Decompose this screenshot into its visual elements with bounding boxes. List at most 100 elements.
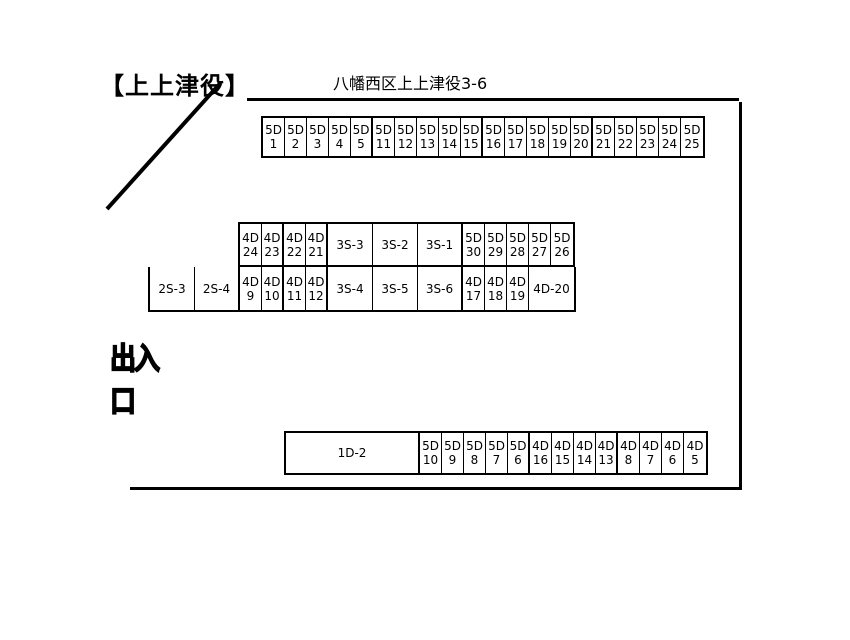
space-code: 1D-2 xyxy=(337,446,367,460)
space-number: 22 xyxy=(286,244,303,259)
lot-title: 【上上津役】 xyxy=(100,72,250,100)
bottom-wall-line xyxy=(130,487,739,490)
space-number: 3 xyxy=(313,137,322,151)
parking-space: 3S-1 xyxy=(418,224,463,265)
space-code: 4D-20 xyxy=(533,281,570,296)
space-number: 9 xyxy=(246,288,255,303)
space-code: 4D xyxy=(576,439,593,453)
space-code: 4D xyxy=(597,439,615,453)
space-number: 13 xyxy=(598,453,614,467)
space-code: 5D xyxy=(466,439,483,453)
space-code: 5D xyxy=(509,439,527,453)
space-number: 18 xyxy=(487,288,504,303)
parking-space: 4D-20 xyxy=(529,267,574,310)
space-code: 4D xyxy=(263,230,281,245)
space-number: 16 xyxy=(532,453,549,467)
space-code: 3S-4 xyxy=(336,281,364,296)
space-number: 24 xyxy=(661,137,678,151)
space-number: 12 xyxy=(308,288,324,303)
space-code: 5D xyxy=(331,123,348,137)
space-code: 4D xyxy=(642,439,659,453)
space-number: 24 xyxy=(242,244,259,259)
space-number: 30 xyxy=(465,244,482,259)
space-code: 2S-3 xyxy=(158,281,186,296)
space-number: 17 xyxy=(507,137,524,151)
space-code: 5D xyxy=(595,123,612,137)
top-wall-line xyxy=(247,98,739,101)
space-code: 5D xyxy=(531,230,548,245)
right-wall-line xyxy=(739,102,742,490)
space-code: 5D xyxy=(397,123,414,137)
space-code: 4D xyxy=(554,439,571,453)
space-code: 5D xyxy=(444,439,461,453)
space-number: 20 xyxy=(573,137,589,151)
space-number: 19 xyxy=(551,137,568,151)
space-number: 6 xyxy=(668,453,677,467)
space-code: 4D xyxy=(286,230,303,245)
space-code: 5D xyxy=(639,123,656,137)
space-code: 2S-4 xyxy=(202,281,231,296)
lot-address: 八幡西区上上津役3-6 xyxy=(333,74,488,93)
space-number: 13 xyxy=(419,137,436,151)
space-code: 5D xyxy=(352,123,370,137)
space-code: 5D xyxy=(462,123,480,137)
space-number: 21 xyxy=(595,137,612,151)
space-code: 4D xyxy=(242,230,259,245)
space-number: 12 xyxy=(397,137,414,151)
space-code: 4D xyxy=(307,274,325,289)
space-code: 3S-1 xyxy=(425,237,454,252)
parking-space: 3S-5 xyxy=(373,267,418,310)
space-number: 8 xyxy=(624,453,633,467)
parking-space: 2S-3 xyxy=(150,267,195,310)
space-number: 15 xyxy=(554,453,571,467)
space-number: 28 xyxy=(509,244,526,259)
space-number: 23 xyxy=(264,244,280,259)
space-code: 5D xyxy=(485,123,502,137)
space-code: 4D xyxy=(286,274,303,289)
space-code: 5D xyxy=(441,123,458,137)
space-code: 5D xyxy=(465,230,482,245)
space-code: 4D xyxy=(242,274,259,289)
space-number: 22 xyxy=(617,137,634,151)
space-code: 5D xyxy=(419,123,436,137)
entrance-label: 出入口 xyxy=(109,342,160,421)
space-number: 23 xyxy=(639,137,656,151)
space-code: 5D xyxy=(507,123,524,137)
space-number: 11 xyxy=(375,137,392,151)
space-number: 16 xyxy=(485,137,502,151)
space-code: 5D xyxy=(422,439,439,453)
space-code: 5D xyxy=(683,123,701,137)
space-number: 8 xyxy=(470,453,479,467)
space-number: 10 xyxy=(422,453,439,467)
space-code: 4D xyxy=(532,439,549,453)
space-number: 11 xyxy=(286,288,303,303)
space-number: 5 xyxy=(691,453,699,467)
space-code: 3S-3 xyxy=(336,237,364,252)
